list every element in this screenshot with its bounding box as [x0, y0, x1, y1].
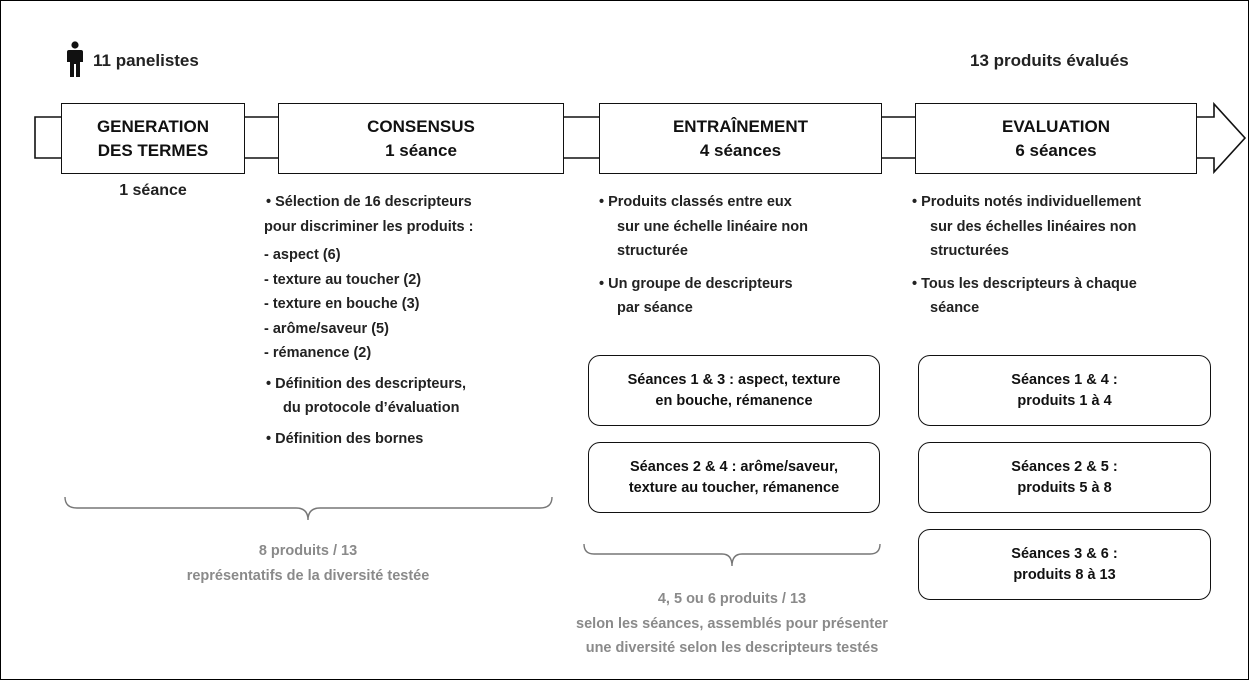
entrainement-session-box-1-line-2: en bouche, rémanence: [655, 392, 813, 409]
entrainement-bullet-1-line-2: sur une échelle linéaire non: [617, 218, 808, 235]
entrainement-brace-note-line-2: selon les séances, assemblés pour présen…: [576, 615, 888, 632]
consensus-brace-note: 8 produits / 13 représentatifs de la div…: [128, 539, 488, 588]
consensus-bullet-1-line-2: pour discriminer les produits :: [264, 218, 474, 235]
stage-generation-title-1: GENERATION: [96, 116, 210, 136]
entrainement-brace-note-line-1: 4, 5 ou 6 produits / 13: [657, 591, 807, 607]
consensus-item-texture-toucher: - texture au toucher (2): [264, 271, 422, 288]
evaluation-bullet-2-line-1: • Tous les descripteurs à chaque: [912, 275, 1137, 292]
end-arrow: [1197, 101, 1247, 175]
consensus-description: • Sélection de 16 descripteurs pour disc…: [264, 190, 473, 451]
consensus-item-texture-bouche: - texture en bouche (3): [264, 296, 420, 312]
person-icon: [64, 41, 86, 82]
entrainement-session-box-2: Séances 2 & 4 : arôme/saveur, texture au…: [588, 442, 880, 513]
products-count: 13 produits évalués: [970, 51, 1129, 70]
evaluation-session-box-1: Séances 1 & 4 : produits 1 à 4: [918, 355, 1211, 426]
connector-3-4: [882, 116, 915, 159]
consensus-item-aspect: - aspect (6): [264, 247, 341, 263]
evaluation-session-box-2: Séances 2 & 5 : produits 5 à 8: [918, 442, 1211, 513]
evaluation-bullet-2-line-2: séance: [930, 300, 980, 316]
evaluation-bullet-1-line-2: sur des échelles linéaires non: [930, 218, 1137, 235]
evaluation-session-box-3-line-2: produits 8 à 13: [1013, 566, 1116, 583]
stage-entrainement-box: ENTRAÎNEMENT 4 séances: [599, 103, 882, 174]
consensus-brace-note-line-2: représentatifs de la diversité testée: [186, 567, 430, 584]
brace-entrainement: [583, 543, 881, 567]
stage-evaluation-box: EVALUATION 6 séances: [915, 103, 1197, 174]
left-stub-connector: [34, 116, 61, 159]
consensus-bullet-1-line-1: • Sélection de 16 descripteurs: [266, 194, 472, 210]
evaluation-session-box-2-line-2: produits 5 à 8: [1017, 479, 1112, 496]
entrainement-bullet-2-line-2: par séance: [617, 300, 693, 316]
entrainement-session-box-2-line-2: texture au toucher, rémanence: [628, 479, 840, 496]
entrainement-description: • Produits classés entre eux sur une éch…: [599, 190, 808, 321]
stage-entrainement-sessions: 4 séances: [699, 140, 782, 160]
entrainement-bullet-2-line-1: • Un groupe de descripteurs: [599, 275, 793, 292]
panelists-count: 11 panelistes: [93, 51, 199, 70]
stage-consensus-box: CONSENSUS 1 séance: [278, 103, 564, 174]
consensus-bullet-3: • Définition des bornes: [266, 430, 424, 447]
stage-evaluation-title: EVALUATION: [1002, 116, 1110, 136]
evaluation-session-box-1-line-1: Séances 1 & 4 :: [1011, 371, 1118, 388]
consensus-bullet-2-line-1: • Définition des descripteurs,: [266, 375, 467, 392]
consensus-bullet-2-line-2: du protocole d’évaluation: [283, 400, 460, 416]
evaluation-session-box-2-line-1: Séances 2 & 5 :: [1011, 458, 1118, 475]
entrainement-brace-note-line-3: une diversité selon les descripteurs tes…: [585, 640, 879, 656]
entrainement-bullet-1-line-3: structurée: [617, 243, 688, 259]
stage-consensus-title: CONSENSUS: [367, 116, 475, 136]
entrainement-bullet-1-line-1: • Produits classés entre eux: [599, 194, 792, 210]
consensus-item-arome-saveur: - arôme/saveur (5): [264, 320, 389, 337]
stage-entrainement-title: ENTRAÎNEMENT: [672, 116, 809, 136]
evaluation-session-box-1-line-2: produits 1 à 4: [1017, 392, 1112, 409]
evaluation-bullet-1-line-3: structurées: [930, 243, 1009, 259]
generation-sessions-note: 1 séance: [119, 182, 187, 199]
evaluation-description: • Produits notés individuellement sur de…: [912, 190, 1141, 321]
entrainement-brace-note: 4, 5 ou 6 produits / 13 selon les séance…: [512, 587, 952, 661]
connector-2-3: [564, 116, 599, 159]
entrainement-session-box-1: Séances 1 & 3 : aspect, texture en bouch…: [588, 355, 880, 426]
consensus-item-remanence: - rémanence (2): [264, 345, 372, 361]
brace-consensus: [64, 496, 553, 521]
stage-generation-box: GENERATION DES TERMES: [61, 103, 245, 174]
entrainement-session-box-2-line-1: Séances 2 & 4 : arôme/saveur,: [630, 458, 838, 475]
evaluation-session-box-3-line-1: Séances 3 & 6 :: [1011, 545, 1118, 562]
stage-generation-title-2: DES TERMES: [97, 140, 209, 160]
stage-consensus-sessions: 1 séance: [385, 140, 457, 160]
evaluation-session-box-3: Séances 3 & 6 : produits 8 à 13: [918, 529, 1211, 600]
connector-1-2: [245, 116, 278, 159]
evaluation-bullet-1-line-1: • Produits notés individuellement: [912, 194, 1142, 210]
consensus-brace-note-line-1: 8 produits / 13: [258, 543, 358, 559]
stage-evaluation-sessions: 6 séances: [1015, 140, 1097, 160]
entrainement-session-box-1-line-1: Séances 1 & 3 : aspect, texture: [627, 371, 841, 388]
